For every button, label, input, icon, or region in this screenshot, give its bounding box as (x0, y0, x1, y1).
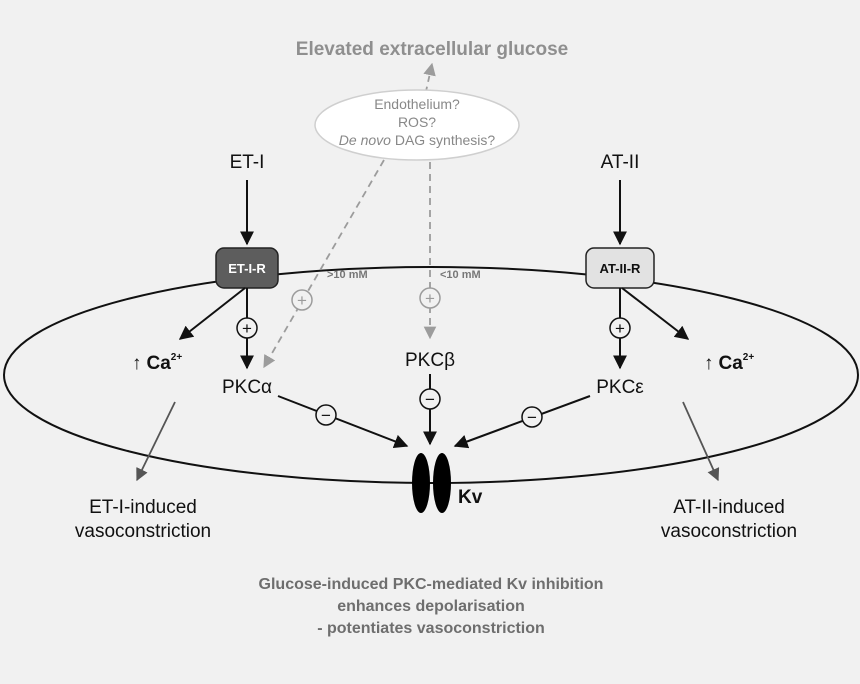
calcium-left-charge: 2+ (171, 352, 183, 363)
pkc-alpha: PKCα (222, 377, 272, 398)
ca-left-to-vasoconstriction-arrow (136, 401, 176, 482)
summary-line3: - potentiates vasoconstriction (317, 620, 545, 637)
diagram-title: Elevated extracellular glucose (296, 39, 568, 60)
minus-sign-alpha (315, 404, 337, 426)
receptor-et1r-label: ET-I-R (228, 261, 266, 276)
ligand-at2: AT-II (601, 152, 640, 173)
pkca-to-kv-arrow (277, 395, 409, 448)
pkc-beta: PKCβ (405, 350, 455, 371)
ca-right-to-vasoconstriction-arrow (682, 401, 720, 482)
mediator-endothelium: Endothelium? (374, 96, 460, 112)
plus-sign-glucose-alpha-text: + (297, 291, 307, 310)
plus-sign-glucose-beta (419, 287, 441, 309)
minus-sign-epsilon-text: − (527, 408, 537, 427)
mediator-dag-rest: DAG synthesis? (391, 132, 495, 148)
calcium-left: ↑Ca2+ (132, 352, 182, 374)
condition-low: <10 mM (440, 269, 481, 281)
plus-sign-at2r (609, 317, 631, 339)
outcome-right-line2: vasoconstriction (661, 521, 797, 542)
calcium-right-charge: 2+ (743, 352, 755, 363)
outcome-right-line1: AT-II-induced (673, 497, 785, 518)
summary-line1: Glucose-induced PKC-mediated Kv inhibiti… (259, 576, 604, 593)
kv-channel-right-subunit (433, 453, 451, 513)
kv-channel-left-subunit (412, 453, 430, 513)
ligand-et1: ET-I (230, 152, 265, 173)
calcium-right-arrow: ↑ (704, 353, 714, 374)
mediator-ros: ROS? (398, 114, 436, 130)
cell-membrane (3, 266, 859, 484)
mediator-ellipse (314, 89, 520, 161)
summary-line2: enhances depolarisation (337, 598, 525, 615)
kv-channel-label: Kv (458, 487, 483, 508)
calcium-right: ↑Ca2+ (704, 352, 754, 374)
calcium-left-symbol: Ca (147, 353, 172, 374)
glucose-to-pkca-dashed-arrow (263, 159, 385, 369)
glucose-to-mediator-arrow (420, 62, 436, 115)
at2r-to-ca-arrow (621, 287, 690, 340)
condition-high: >10 mM (327, 269, 368, 281)
plus-sign-glucose-beta-text: + (425, 289, 435, 308)
receptor-at2r-label: AT-II-R (600, 261, 642, 276)
plus-sign-et1r-text: + (242, 319, 252, 338)
minus-sign-alpha-text: − (321, 406, 331, 425)
minus-sign-beta-text: − (425, 390, 435, 409)
et1r-to-ca-arrow (178, 287, 246, 340)
mediator-dag-italic: De novo (339, 132, 391, 148)
plus-sign-glucose-alpha (291, 289, 313, 311)
pkc-epsilon: PKCε (596, 377, 644, 398)
calcium-right-symbol: Ca (719, 353, 744, 374)
plus-sign-at2r-text: + (615, 319, 625, 338)
plus-sign-et1r (236, 317, 258, 339)
outcome-left-line2: vasoconstriction (75, 521, 211, 542)
calcium-left-arrow: ↑ (132, 353, 142, 374)
minus-sign-epsilon (521, 406, 543, 428)
minus-sign-beta (419, 388, 441, 410)
mediator-dag: De novo DAG synthesis? (339, 132, 496, 148)
outcome-left-line1: ET-I-induced (89, 497, 197, 518)
